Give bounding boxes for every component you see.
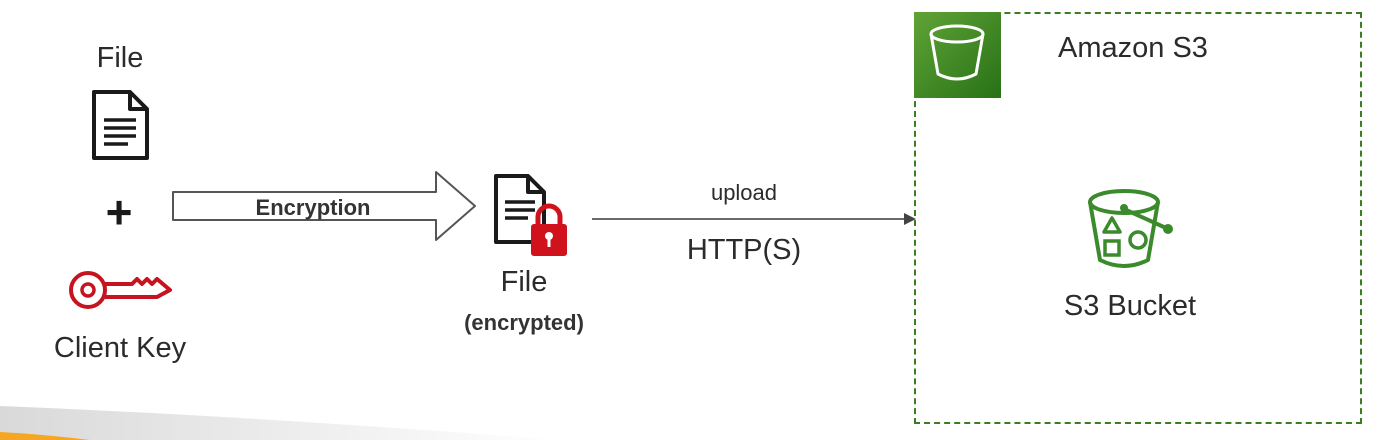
- upload-arrow: [592, 213, 916, 225]
- locked-document-icon: [494, 174, 567, 256]
- decorative-shade: [0, 406, 560, 440]
- encrypted-file-sublabel: (encrypted): [464, 310, 584, 335]
- s3-bucket-icon[interactable]: [1082, 180, 1178, 274]
- document-icon: [92, 90, 149, 160]
- encryption-label: Encryption: [255, 195, 371, 220]
- source-file-label: File: [96, 42, 144, 74]
- encryption-arrow: [172, 171, 476, 241]
- key-icon: [69, 271, 172, 309]
- upload-label: upload: [710, 180, 778, 205]
- s3-bucket-label: S3 Bucket: [1063, 290, 1197, 322]
- client-key-label: Client Key: [53, 332, 187, 364]
- s3-service-icon: [929, 24, 985, 81]
- s3-group-container: [914, 12, 1362, 424]
- protocol-label: HTTP(S): [686, 234, 802, 266]
- plus-operator: +: [105, 186, 133, 238]
- s3-title: Amazon S3: [1058, 32, 1208, 64]
- s3-badge: [914, 12, 1001, 98]
- encrypted-file-label: File: [500, 266, 548, 298]
